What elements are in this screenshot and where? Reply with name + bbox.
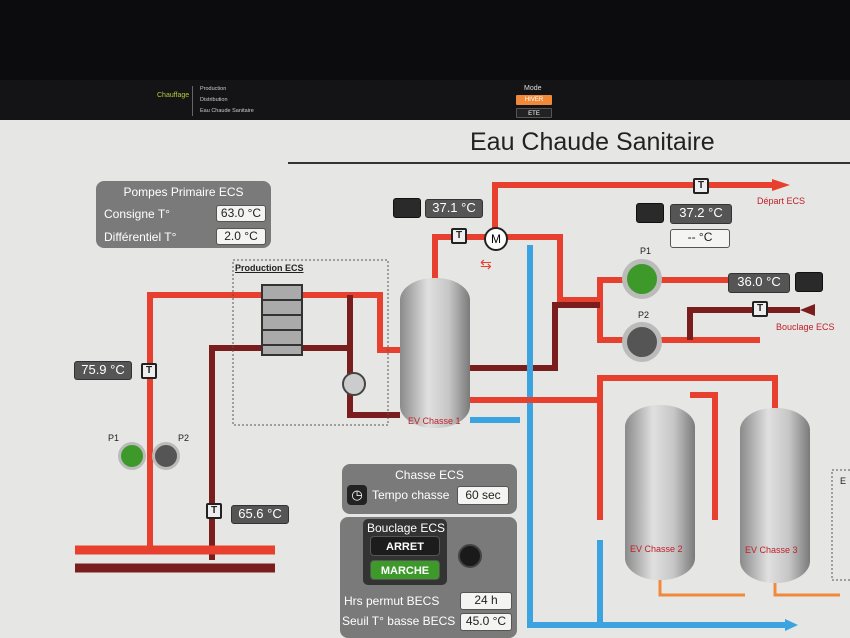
bouclage-temp: 36.0 °C bbox=[728, 273, 790, 293]
heat-exchanger-icon bbox=[261, 284, 303, 356]
bouclage-pump-p2-icon[interactable] bbox=[622, 322, 662, 362]
depart-ecs-label: Départ ECS bbox=[757, 196, 806, 206]
tank-out-temp: 37.1 °C bbox=[425, 199, 483, 218]
panel-title: Chasse ECS bbox=[395, 468, 464, 482]
nav-distribution[interactable]: Distribution bbox=[200, 97, 228, 103]
arret-button[interactable]: ARRET bbox=[370, 536, 440, 556]
marche-button[interactable]: MARCHE bbox=[370, 560, 440, 580]
temp-sensor-icon: T bbox=[693, 178, 709, 194]
primary-return-temp: 65.6 °C bbox=[231, 505, 289, 524]
side-frame bbox=[831, 469, 850, 581]
depart-temp: 37.2 °C bbox=[670, 204, 732, 224]
tank-ecs-1 bbox=[400, 278, 470, 428]
mode-ete-button[interactable]: ETE bbox=[516, 108, 552, 118]
ev-chasse-1-label: EV Chasse 1 bbox=[408, 416, 461, 426]
nav-production[interactable]: Production bbox=[200, 86, 227, 92]
pump-p1-label: P1 bbox=[108, 433, 120, 443]
temp-sensor-icon: T bbox=[206, 503, 222, 519]
production-ecs-label: Production ECS bbox=[235, 263, 304, 273]
production-ecs-frame bbox=[232, 259, 389, 426]
hrs-permut-label: Hrs permut BECS bbox=[344, 594, 440, 608]
bouclage-pump-p1-icon[interactable] bbox=[622, 259, 662, 299]
temp-sensor-icon: T bbox=[752, 301, 768, 317]
side-frame-label: E bbox=[840, 476, 847, 486]
pump-p2-icon[interactable] bbox=[152, 442, 180, 470]
nav-divider bbox=[192, 86, 193, 116]
depart-arrow-icon bbox=[772, 179, 790, 191]
tank-ecs-2 bbox=[625, 405, 695, 580]
mode-hiver-button[interactable]: HIVER bbox=[516, 95, 552, 105]
selector-knob-icon[interactable] bbox=[458, 544, 482, 568]
bouclage-arrow-icon bbox=[800, 304, 815, 316]
trend-icon[interactable] bbox=[393, 198, 421, 218]
bouclage-ecs-label: Bouclage ECS bbox=[776, 322, 835, 332]
panel-title: Pompes Primaire ECS bbox=[123, 185, 244, 199]
tank-ecs-3 bbox=[740, 408, 810, 583]
pump-circulation-icon[interactable] bbox=[342, 372, 366, 396]
ev-chasse-2-label: EV Chasse 2 bbox=[630, 544, 683, 554]
pump-p1-icon[interactable] bbox=[118, 442, 146, 470]
cold-arrow-icon bbox=[785, 619, 798, 631]
cold-water-pipe bbox=[470, 245, 790, 628]
ev-chasse-3-label: EV Chasse 3 bbox=[745, 545, 798, 555]
nav-eau-chaude-sanitaire[interactable]: Eau Chaude Sanitaire bbox=[200, 108, 254, 114]
timer-icon[interactable]: ◷ bbox=[347, 485, 367, 505]
orange-pipe bbox=[658, 575, 840, 597]
top-navigation-bar bbox=[0, 80, 850, 120]
tempo-chasse-label: Tempo chasse bbox=[372, 488, 450, 502]
trend-icon[interactable] bbox=[636, 203, 664, 223]
page-title: Eau Chaude Sanitaire bbox=[470, 128, 715, 156]
mixing-valve-icon[interactable]: ⇆ bbox=[480, 256, 492, 272]
consigne-value[interactable]: 63.0 °C bbox=[216, 205, 266, 222]
hrs-permut-value[interactable]: 24 h bbox=[460, 592, 512, 610]
consigne-label: Consigne T° bbox=[104, 207, 170, 221]
primary-supply-temp: 75.9 °C bbox=[74, 361, 132, 380]
pump-p2-label: P2 bbox=[638, 310, 650, 320]
seuil-label: Seuil T° basse BECS bbox=[342, 614, 456, 628]
pompes-primaires-panel: Pompes Primaire ECS Consigne T° 63.0 °C … bbox=[96, 181, 271, 248]
panel-title: Bouclage ECS bbox=[367, 521, 446, 535]
depart-temp-2: -- °C bbox=[670, 229, 730, 248]
differentiel-label: Différentiel T° bbox=[104, 230, 177, 244]
tempo-chasse-value[interactable]: 60 sec bbox=[457, 486, 509, 505]
seuil-value[interactable]: 45.0 °C bbox=[460, 613, 512, 631]
tank-link-pipe bbox=[470, 375, 778, 520]
trend-icon[interactable] bbox=[795, 272, 823, 292]
pump-p1-label: P1 bbox=[640, 246, 652, 256]
chasse-ecs-panel: Chasse ECS ◷ Tempo chasse 60 sec bbox=[342, 464, 517, 514]
mode-label: Mode bbox=[524, 85, 542, 92]
nav-chauffage[interactable]: Chauffage bbox=[157, 92, 190, 99]
temp-sensor-icon: T bbox=[451, 228, 467, 244]
pump-p2-label: P2 bbox=[178, 433, 190, 443]
differentiel-value[interactable]: 2.0 °C bbox=[216, 228, 266, 245]
temp-sensor-icon: T bbox=[141, 363, 157, 379]
mixing-valve-motor-icon[interactable]: M bbox=[484, 227, 508, 251]
primary-supply-pipe bbox=[147, 292, 400, 550]
title-underline bbox=[288, 162, 850, 164]
bouclage-ecs-panel: Bouclage ECS ARRET MARCHE Hrs permut BEC… bbox=[340, 517, 517, 638]
